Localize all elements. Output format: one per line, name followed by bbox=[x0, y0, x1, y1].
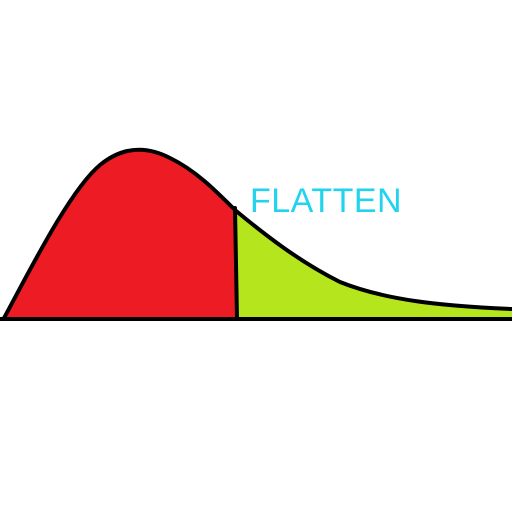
divider-line bbox=[233, 206, 239, 321]
right-region-fill bbox=[235, 210, 512, 318]
flatten-label: FLATTEN bbox=[250, 182, 402, 220]
distribution-curve bbox=[2, 147, 512, 320]
left-region-fill bbox=[4, 149, 236, 318]
